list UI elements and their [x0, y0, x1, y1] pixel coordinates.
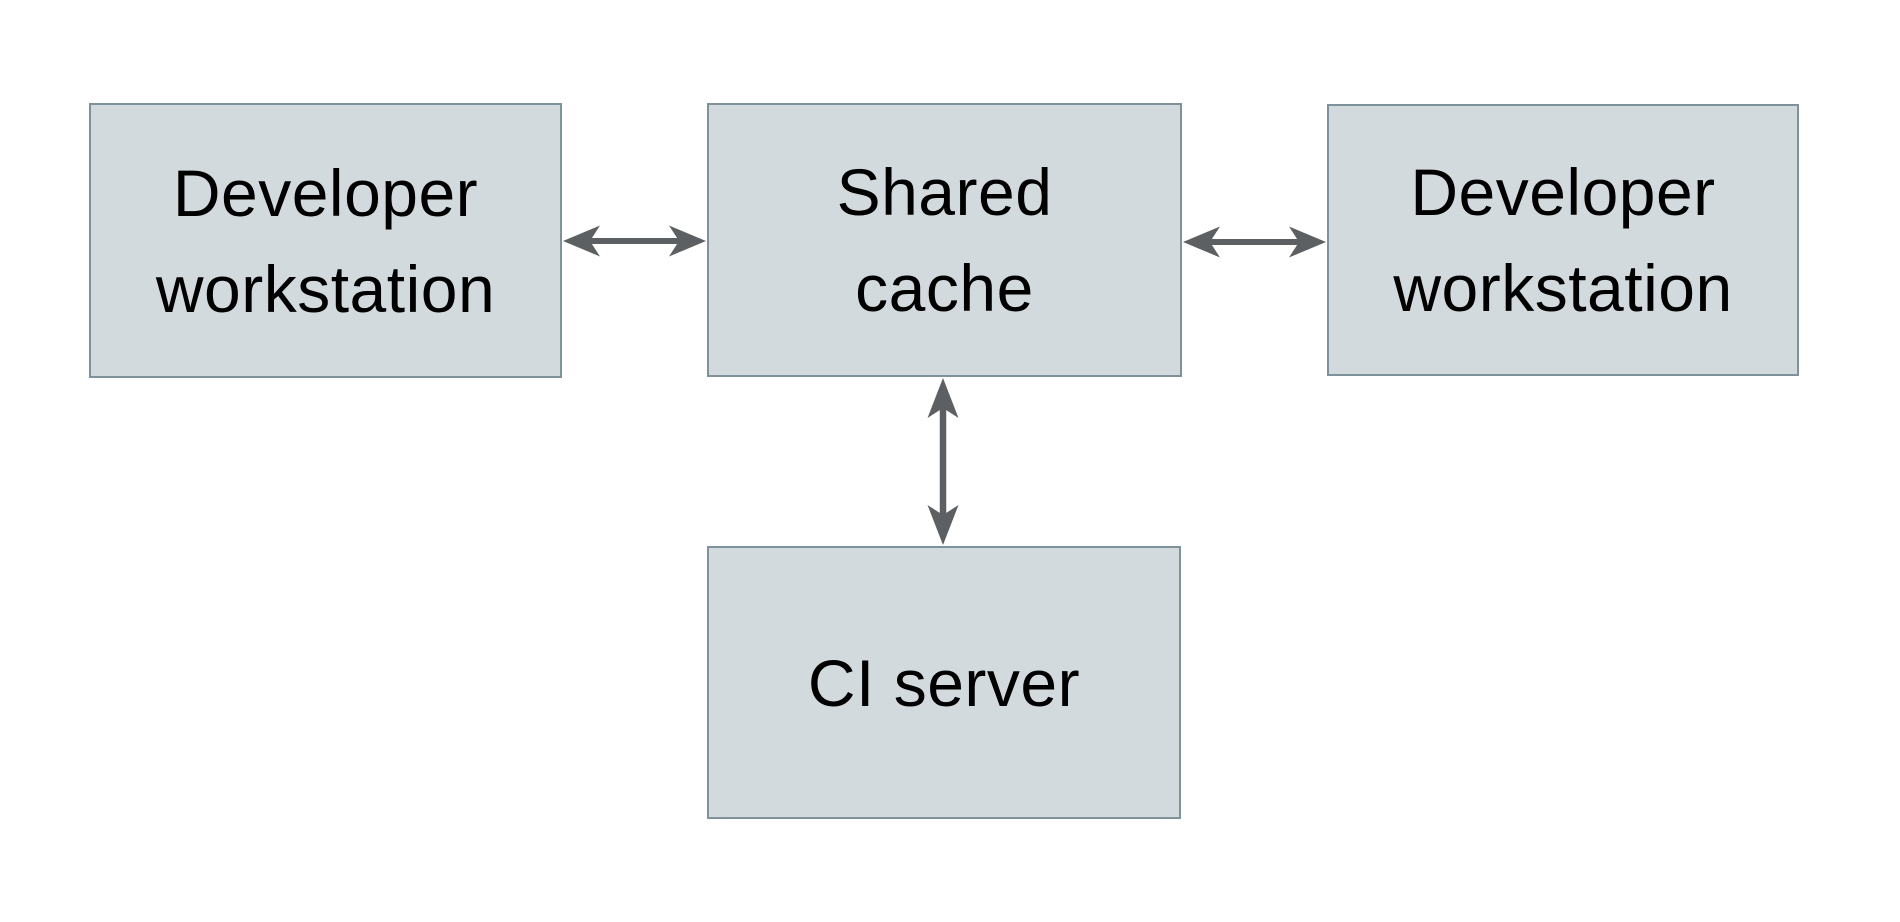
node-label-line: workstation	[155, 251, 496, 326]
node-label-line: cache	[855, 251, 1034, 325]
node-label-line: Developer	[1410, 155, 1716, 229]
node-ci-server: CI server	[707, 546, 1181, 819]
node-label-ci-server: CI server	[808, 635, 1080, 731]
bidirectional-arrow-icon-left-workstation-cache	[563, 225, 706, 257]
node-label-line: CI server	[807, 645, 1081, 720]
node-label-line: Shared	[836, 155, 1053, 229]
node-label-shared-cache: Shared cache	[837, 144, 1053, 336]
node-developer-workstation-left: Developer workstation	[89, 103, 562, 378]
bidirectional-arrow-icon-cache-right-workstation	[1183, 226, 1326, 258]
node-label-line: workstation	[1393, 251, 1733, 325]
node-label-line: Developer	[172, 155, 479, 230]
node-shared-cache: Shared cache	[707, 103, 1182, 377]
bidirectional-arrow-icon-cache-ci-server	[927, 378, 959, 545]
node-developer-workstation-right: Developer workstation	[1327, 104, 1799, 376]
node-label-developer-workstation-right: Developer workstation	[1393, 144, 1732, 336]
node-label-developer-workstation-left: Developer workstation	[156, 145, 495, 337]
